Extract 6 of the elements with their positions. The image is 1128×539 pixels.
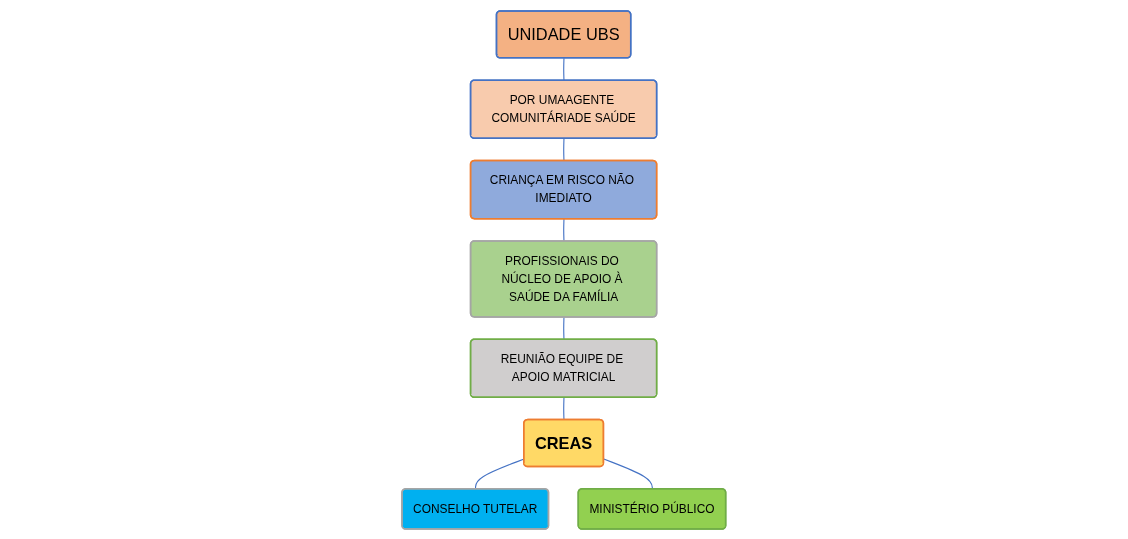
connector: [603, 457, 654, 490]
connector: [563, 137, 565, 161]
connector: [563, 217, 565, 242]
connector: [563, 57, 565, 81]
connector: [563, 396, 565, 421]
connector: [563, 316, 565, 340]
